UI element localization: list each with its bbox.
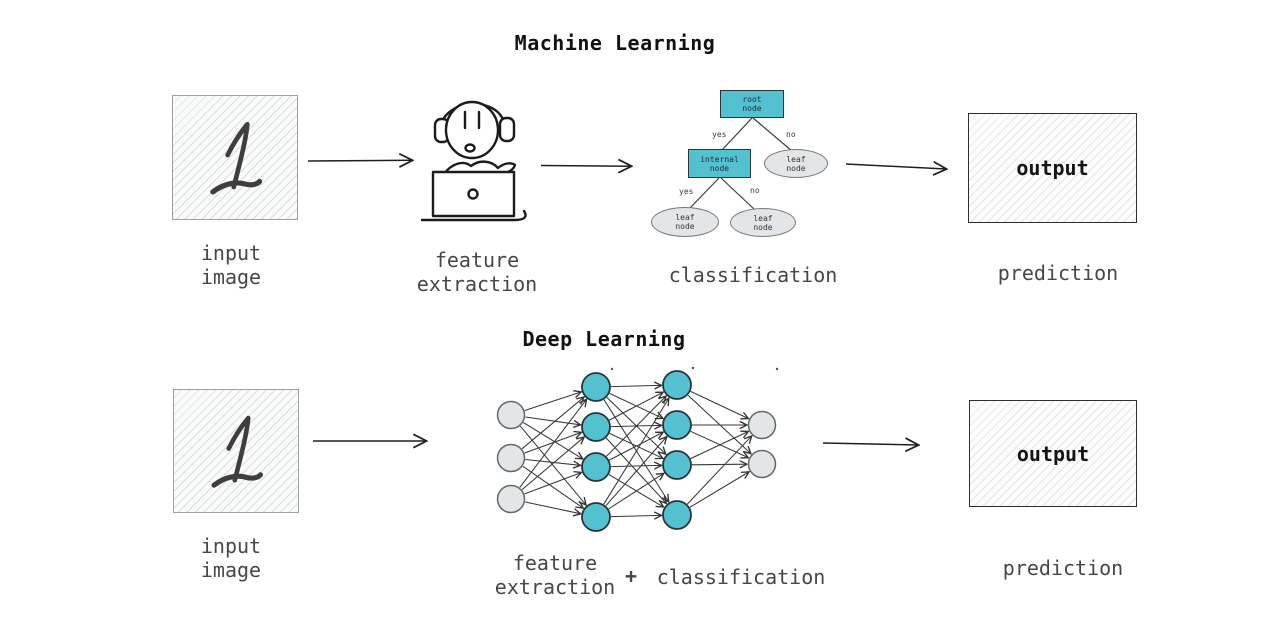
arrow-ml-input-to-feature xyxy=(307,160,412,161)
ml-input-image-box xyxy=(172,95,298,220)
handwritten-digit-one-icon xyxy=(174,390,298,512)
tree-edge-label-no-1: no xyxy=(786,130,796,139)
dl-output-text: output xyxy=(1016,441,1090,466)
dl-classification-label: classification xyxy=(656,565,826,589)
person-at-laptop-icon xyxy=(420,100,527,222)
handwritten-digit-one-icon xyxy=(173,96,297,219)
tree-edge-label-yes-2: yes xyxy=(679,187,694,196)
dl-prediction-label: prediction xyxy=(1002,556,1124,580)
tree-leaf-node-bottom-left: leaf node xyxy=(651,207,719,237)
tree-edge-label-yes-1: yes xyxy=(712,130,727,139)
tree-leaf-node-right: leaf node xyxy=(764,149,828,178)
neural-network xyxy=(496,370,777,532)
dl-input-label: input image xyxy=(200,534,262,582)
dl-output-box: output xyxy=(969,400,1137,507)
flow-arrows xyxy=(307,160,946,445)
arrow-ml-feature-to-classification xyxy=(540,166,631,167)
ml-input-label: input image xyxy=(200,241,262,289)
ml-output-box: output xyxy=(968,113,1137,223)
ml-section-title: Machine Learning xyxy=(514,31,716,55)
tree-internal-node: internal node xyxy=(688,149,751,178)
ml-prediction-label: prediction xyxy=(997,261,1119,285)
ml-feature-extraction-label: feature extraction xyxy=(416,248,538,296)
tree-root-node: root node xyxy=(720,90,784,118)
dl-input-image-box xyxy=(173,389,299,513)
dl-feature-extraction-label: feature extraction xyxy=(494,551,616,599)
tree-edge-label-no-2: no xyxy=(750,186,760,195)
ml-classification-label: classification xyxy=(668,263,838,287)
arrow-dl-network-to-prediction xyxy=(822,443,918,445)
ml-output-text: output xyxy=(1016,156,1089,180)
arrow-ml-classification-to-prediction xyxy=(845,164,946,169)
dl-section-title: Deep Learning xyxy=(522,327,686,351)
dl-plus-sign: + xyxy=(624,564,638,588)
ink-specks xyxy=(610,366,779,371)
tree-leaf-node-bottom-right: leaf node xyxy=(730,208,796,237)
